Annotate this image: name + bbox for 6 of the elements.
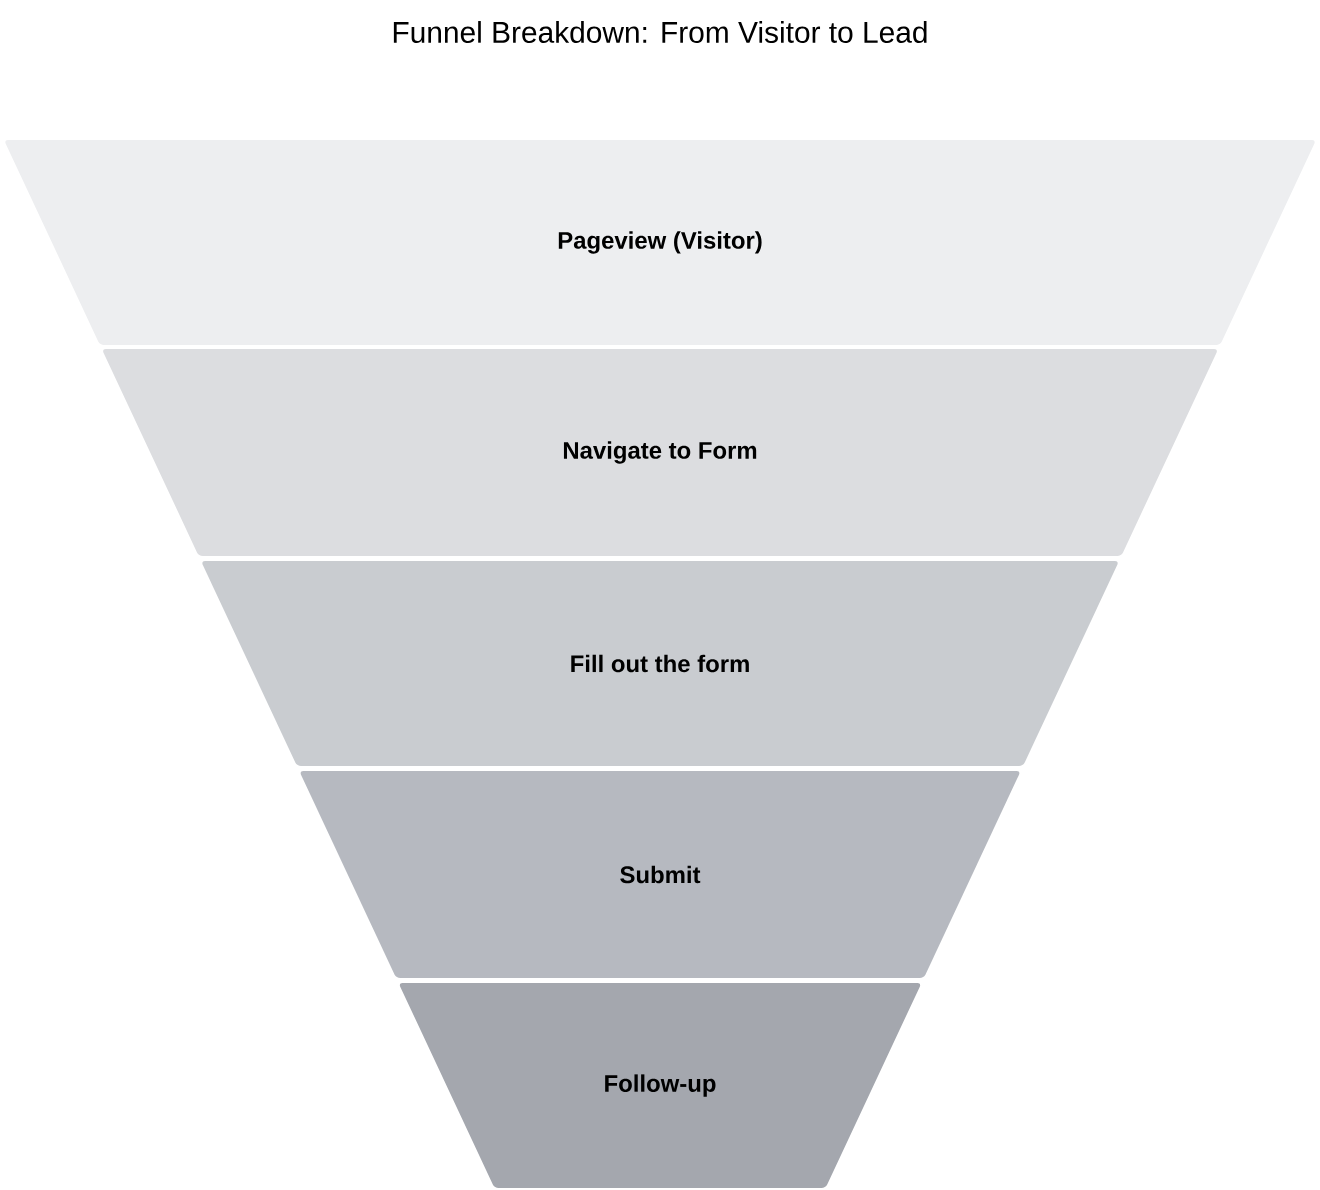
funnel-band: Navigate to Form — [103, 349, 1217, 556]
funnel-band: Pageview (Visitor) — [5, 140, 1315, 345]
funnel-band: Fill out the form — [202, 561, 1118, 766]
funnel-band: Submit — [300, 771, 1020, 978]
title: Funnel Breakdown: From Visitor to Lead — [393, 21, 927, 43]
funnel-band: Follow-up — [399, 983, 921, 1188]
